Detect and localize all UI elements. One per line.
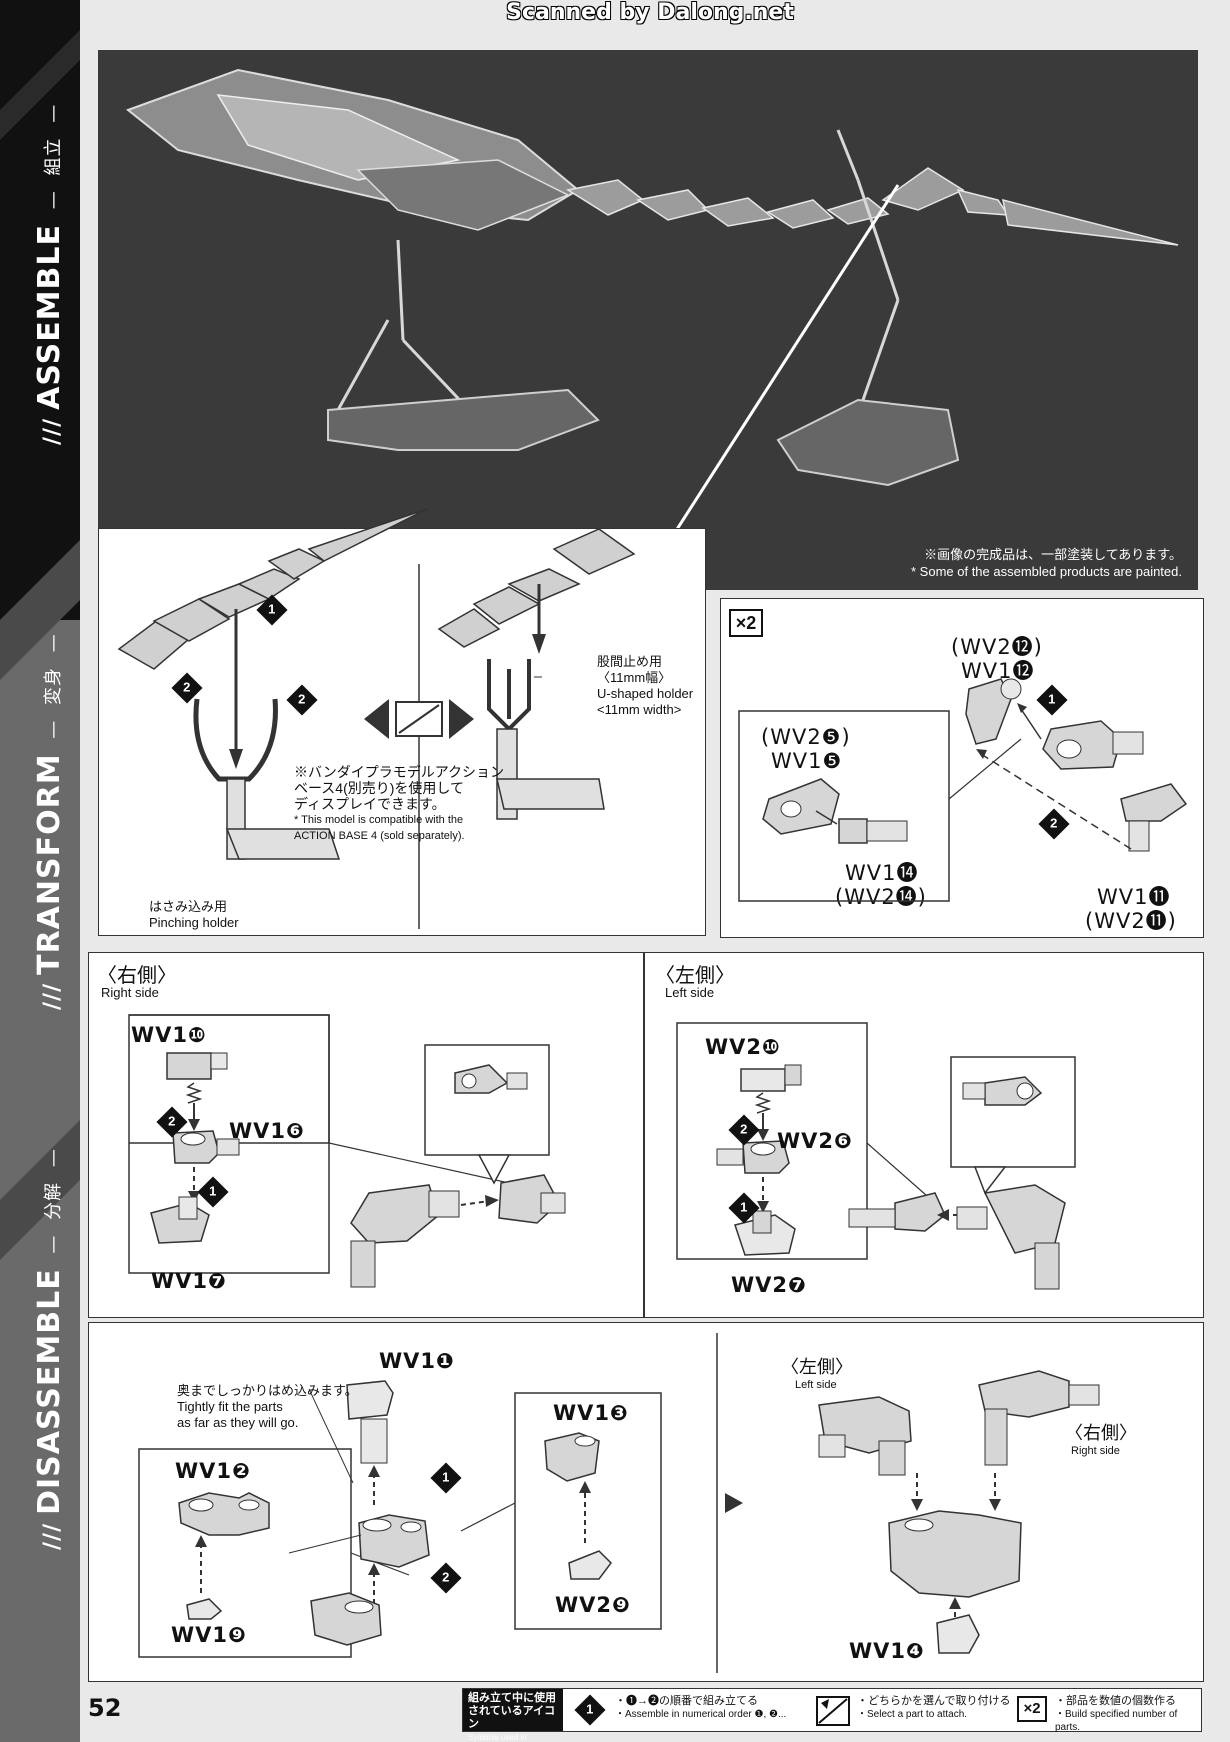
part-wv1-2: WV1❷ [175, 1459, 251, 1483]
left-side-diagram [676, 1022, 1076, 1290]
scan-watermark: Scanned by Dalong.net [506, 0, 794, 25]
legend-header: 組み立て中に使用 されているアイコン Symbols used in instr… [463, 1689, 563, 1742]
final-left-subtitle: Left side [795, 1379, 837, 1391]
fit-tightly-note: 奥までしっかりはめ込みます。 Tightly fit the parts as … [177, 1383, 358, 1430]
spine-transform-block [0, 620, 80, 1200]
part-wv1-12: WV1⓬ [961, 659, 1035, 683]
spine-assemble-label: ///ASSEMBLE — 組立 — [32, 103, 67, 445]
part-wv2-12: (WV2⓬) [951, 635, 1043, 659]
section-spine: ///ASSEMBLE — 組立 — ///TRANSFORM — 変身 — /… [0, 0, 80, 1742]
left-side-panel: 〈左側〉 Left side WV2❿ WV2❻ WV2❼ [644, 952, 1204, 1318]
left-side-title: 〈左側〉 [655, 963, 735, 987]
spine-transform-label: ///TRANSFORM — 変身 — [32, 633, 67, 1010]
legend-select-text: ・どちらかを選んで取り付ける ・Select a part to attach. [857, 1695, 1011, 1720]
part-wv1-3: WV1❸ [553, 1401, 629, 1425]
part-wv1-6: WV1❻ [229, 1119, 305, 1143]
right-side-subtitle: Right side [101, 985, 159, 1000]
right-side-panel: 〈右側〉 Right side WV1❿ WV [88, 952, 644, 1318]
x2-badge: ×2 [729, 609, 763, 637]
legend-count-text: ・部品を数値の個数作る ・Build specified number of p… [1055, 1695, 1178, 1733]
part-wv1-7: WV1❼ [151, 1269, 227, 1293]
part-wv1-1: WV1❶ [379, 1349, 455, 1373]
stand-diagram [117, 508, 636, 929]
x2-diagram [738, 678, 1188, 902]
bottom-diagram [138, 1333, 1100, 1673]
icon-legend: 組み立て中に使用 されているアイコン Symbols used in instr… [462, 1688, 1202, 1742]
stand-options-panel: 1 2 2 ※バンダイプラモデルアクション ベース4(別売り)を使用して ディス… [98, 508, 706, 936]
part-wv2-11: (WV2⓫) [1085, 909, 1177, 933]
spine-disassemble-label: ///DISASSEMBLE — 分解 — [32, 1148, 67, 1550]
right-side-diagram [128, 1014, 566, 1288]
spine-disassemble-block [0, 1200, 80, 1742]
page-number: 52 [88, 1694, 122, 1722]
right-side-title: 〈右側〉 [97, 963, 177, 987]
pinching-holder-label: はさみ込み用 Pinching holder [149, 899, 239, 930]
part-wv1-9: WV1❾ [171, 1623, 247, 1647]
left-side-subtitle: Left side [665, 985, 715, 1000]
part-wv1-11: WV1⓫ [1097, 885, 1171, 909]
part-wv2-7: WV2❼ [731, 1273, 807, 1297]
part-wv1-5: WV1❺ [771, 749, 843, 773]
disassemble-panel: WV1❶ 奥までしっかりはめ込みます。 Tightly fit the part… [88, 1322, 1204, 1682]
part-wv1-4: WV1❹ [849, 1639, 925, 1663]
legend-order-icon: 1 [574, 1694, 606, 1726]
part-wv1-10: WV1❿ [131, 1023, 207, 1047]
assembled-photo: ※画像の完成品は、一部塗装してあります。 * Some of the assem… [98, 50, 1198, 591]
legend-count-icon: ×2 [1017, 1696, 1047, 1722]
action-base-note: ※バンダイプラモデルアクション ベース4(別売り)を使用して ディスプレイできま… [294, 764, 504, 842]
final-left-title: 〈左側〉 [781, 1357, 853, 1378]
final-right-title: 〈右側〉 [1065, 1423, 1137, 1444]
part-wv2-5: (WV2❺) [761, 725, 851, 749]
part-wv2-14: (WV2⓮) [835, 885, 927, 909]
part-wv2-9: WV2❾ [555, 1593, 631, 1617]
model-silhouette [125, 68, 1179, 591]
painted-note: ※画像の完成品は、一部塗装してあります。 * Some of the assem… [911, 547, 1182, 579]
legend-order-text: ・❶→❷の順番で組み立てる ・Assemble in numerical ord… [615, 1695, 787, 1720]
part-wv2-6: WV2❻ [777, 1129, 853, 1153]
legend-select-icon [816, 1696, 850, 1726]
x2-assembly-panel: ×2 (WV2⓬) WV1⓬ (WV2❺) WV1❺ WV1⓮ (WV2⓮) W… [720, 598, 1204, 938]
final-right-subtitle: Right side [1071, 1445, 1120, 1457]
part-wv1-14: WV1⓮ [845, 861, 919, 885]
part-wv2-10: WV2❿ [705, 1035, 781, 1059]
spine-stripes [0, 30, 80, 1260]
u-holder-label: 股間止め用 〈11mm幅〉 U-shaped holder <11mm widt… [597, 654, 694, 717]
